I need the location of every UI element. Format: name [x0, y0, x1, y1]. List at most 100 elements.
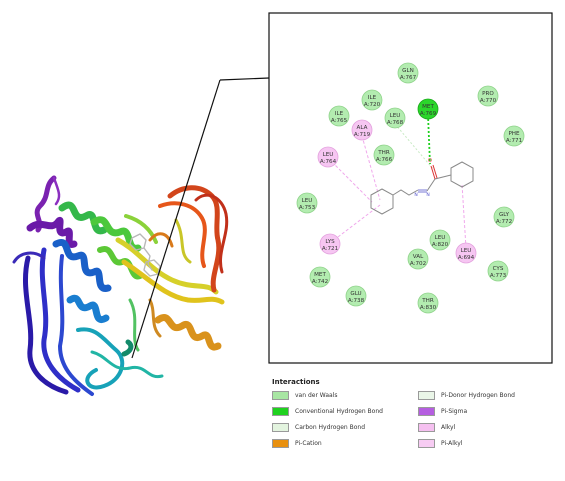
residue-name: PHE: [508, 131, 520, 137]
residue-name: VAL: [413, 254, 424, 260]
ligand-oxygen-label: O: [428, 158, 432, 164]
legend-title: Interactions: [272, 378, 320, 386]
callout-lines: [131, 77, 270, 359]
residue-name: LEU: [390, 113, 401, 119]
interaction-line-5: [461, 183, 467, 249]
residue-name: MET: [314, 272, 326, 278]
residue-number: A:753: [299, 205, 316, 211]
residue-number: A:769: [420, 111, 437, 117]
residue-name: CYS: [493, 266, 504, 272]
legend-swatch: [272, 438, 289, 448]
legend-item-4: Pi-Donor Hydrogen Bond: [418, 390, 515, 400]
legend-label: Pi-Donor Hydrogen Bond: [441, 391, 515, 399]
residue-number: A:702: [410, 261, 426, 267]
residue-circle: [407, 248, 429, 270]
legend-label: Carbon Hydrogen Bond: [295, 423, 366, 431]
residue-circle: [417, 292, 439, 314]
residue-circle: [384, 107, 406, 129]
ligand-2d-structure: [370, 161, 474, 215]
residue-number: A:694: [458, 255, 475, 261]
residue-name: MET: [422, 104, 434, 110]
residue-circle: [309, 266, 331, 288]
legend-swatch: [272, 406, 289, 416]
residue-name: GLU: [350, 291, 361, 297]
legend-swatch: [418, 422, 435, 432]
protein-ribbon-structure: [12, 175, 229, 396]
residue-number: A:738: [348, 298, 365, 304]
interaction-lines: [331, 114, 467, 249]
residue-number: A:771: [506, 138, 523, 144]
legend-label: Pi-Alkyl: [441, 439, 463, 447]
legend-label: Conventional Hydrogen Bond: [295, 407, 383, 415]
residue-circle: [487, 260, 509, 282]
residue-number: A:820: [432, 242, 449, 248]
residue-name: LYS: [325, 239, 335, 245]
legend-item-1: Conventional Hydrogen Bond: [272, 406, 383, 416]
residue-name: ILE: [368, 95, 377, 101]
legend-label: van der Waals: [295, 391, 338, 399]
residue-circle: [493, 206, 515, 228]
residue-number: A:719: [354, 132, 371, 138]
ligand-right-benzene-ring: [450, 161, 474, 188]
residue-name: ALA: [357, 125, 368, 131]
residue-number: A:721: [322, 246, 339, 252]
legend-item-7: Pi-Alkyl: [418, 438, 462, 448]
residue-number: A:767: [400, 75, 417, 81]
residue-number: A:770: [480, 98, 497, 104]
residue-circle: [319, 233, 341, 255]
residue-circle: [328, 105, 350, 127]
residue-name: GLN: [402, 68, 414, 74]
ligand-nitrogen-label-2: N: [426, 192, 429, 198]
residue-circle: [503, 125, 525, 147]
residue-number: A:768: [387, 120, 404, 126]
residue-number: A:772: [496, 219, 512, 225]
residue-number: A:742: [312, 279, 328, 285]
residue-name: LEU: [461, 248, 472, 254]
legend-label: Alkyl: [441, 423, 456, 431]
residue-name: LEU: [302, 198, 313, 204]
legend-item-2: Carbon Hydrogen Bond: [272, 422, 365, 432]
residue-name: LEU: [323, 152, 334, 158]
residue-circle: [345, 285, 367, 307]
residue-number: A:765: [331, 118, 348, 124]
residue-name: PRO: [482, 91, 494, 97]
legend-swatch: [272, 422, 289, 432]
residue-circle: [397, 62, 419, 84]
residue-circle: [317, 146, 339, 168]
residue-circle: [373, 144, 395, 166]
residue-circle: [455, 242, 477, 264]
legend-swatch: [418, 390, 435, 400]
residue-circle: [429, 229, 451, 251]
residue-circle: [417, 98, 439, 120]
interaction-line-3: [331, 161, 373, 203]
residue-number: A:720: [364, 102, 381, 108]
legend-item-5: Pi-Sigma: [418, 406, 467, 416]
residue-circle: [361, 89, 383, 111]
residue-circle: [296, 192, 318, 214]
legend-item-0: van der Waals: [272, 390, 338, 400]
legend-item-3: Pi-Cation: [272, 438, 322, 448]
residue-name: ILE: [335, 111, 344, 117]
legend-label: Pi-Sigma: [441, 407, 468, 415]
ligand-nitrogen-label-1: N: [414, 192, 417, 198]
